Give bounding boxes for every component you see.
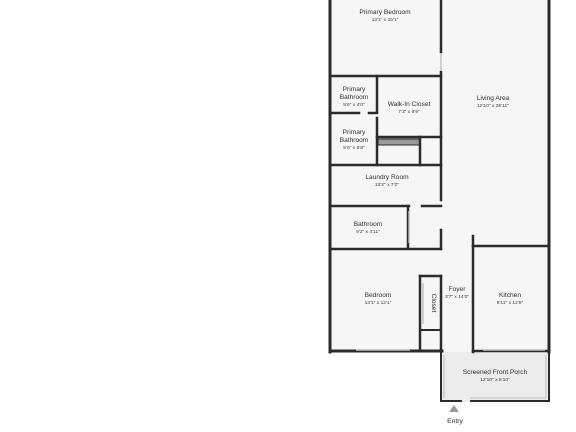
room-dims-primary-bedroom: 13'1" x 15'1" xyxy=(372,17,399,23)
room-dims-primary-bathroom-1: 5'6" x 4'0" xyxy=(343,102,365,108)
room-name-closet: Closet xyxy=(430,294,437,313)
entry-label: Entry xyxy=(447,418,463,425)
room-dims-screened-front-porch: 12'10" x 5'10" xyxy=(480,377,510,383)
room-name-foyer: Foyer xyxy=(449,286,467,293)
room-dims-walk-in-closet: 7'3" x 6'9" xyxy=(398,109,420,115)
room-dims-bathroom: 9'2" x 4'11" xyxy=(356,229,380,235)
room-dims-laundry-room: 13'2" x 7'0" xyxy=(375,182,399,188)
room-dims-kitchen: 8'11" x 12'5" xyxy=(497,300,524,306)
room-name-primary-bathroom-1-line2: Bathroom xyxy=(340,94,369,101)
room-name-kitchen: Kitchen xyxy=(499,292,521,299)
room-name-laundry-room: Laundry Room xyxy=(365,174,409,181)
room-dims-living-area: 12'10" x 35'11" xyxy=(477,103,509,109)
interior-walls xyxy=(328,0,551,354)
outer-walls xyxy=(328,0,551,354)
room-dims-primary-bathroom-2: 5'6" x 5'8" xyxy=(343,145,365,151)
floor-area xyxy=(329,0,550,352)
room-name-living-area: Living Area xyxy=(477,95,510,102)
room-name-bathroom: Bathroom xyxy=(354,221,383,228)
room-name-screened-front-porch: Screened Front Porch xyxy=(463,369,528,376)
room-name-walk-in-closet: Walk-In Closet xyxy=(388,101,431,108)
room-name-primary-bedroom: Primary Bedroom xyxy=(359,9,411,16)
room-name-bedroom: Bedroom xyxy=(365,292,392,299)
room-name-primary-bathroom-1-line1: Primary xyxy=(343,86,366,93)
entry-arrow-icon xyxy=(449,405,459,412)
room-dims-bedroom: 13'1" x 12'1" xyxy=(365,300,392,306)
screened-porch-walls xyxy=(440,352,550,402)
window-marks xyxy=(356,54,545,351)
room-name-primary-bathroom-2-line2: Bathroom xyxy=(340,137,369,144)
room-dims-foyer: 3'7" x 14'0" xyxy=(445,294,469,300)
porch-floor xyxy=(441,352,550,402)
room-name-primary-bathroom-2-line1: Primary xyxy=(343,129,366,136)
